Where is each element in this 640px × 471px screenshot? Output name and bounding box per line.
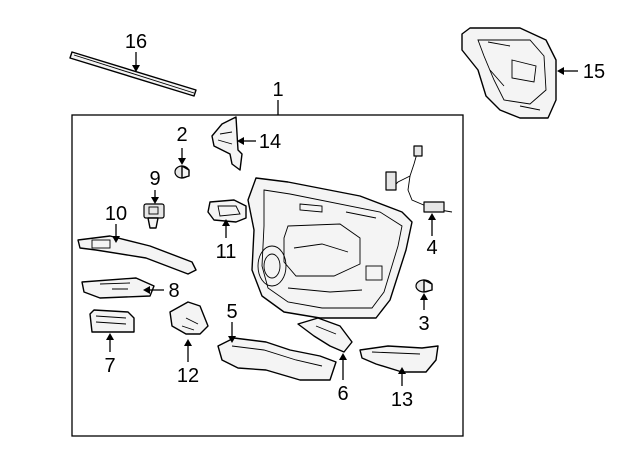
part-16-weatherstrip[interactable] [69, 51, 197, 97]
part-9-switch[interactable] [143, 203, 165, 229]
part-3-clip[interactable] [415, 279, 433, 293]
part-14-bracket[interactable] [211, 116, 243, 171]
part-7-switch[interactable] [89, 309, 135, 333]
part-12-trim[interactable] [169, 301, 209, 335]
part-11-inside-handle[interactable] [207, 199, 247, 223]
callout-13: 13 [391, 389, 413, 411]
callout-8: 8 [168, 280, 179, 302]
part-15-deflector[interactable] [461, 27, 557, 119]
part-6-bracket[interactable] [297, 317, 353, 353]
callout-4: 4 [426, 237, 437, 259]
callout-15: 15 [583, 61, 605, 83]
callout-6: 6 [337, 383, 348, 405]
callout-12: 12 [177, 365, 199, 387]
callout-5: 5 [226, 301, 237, 323]
part-10-handle-cover[interactable] [77, 235, 197, 275]
callout-7: 7 [104, 355, 115, 377]
door-trim-panel[interactable] [247, 177, 413, 319]
callout-2: 2 [176, 124, 187, 146]
callout-1: 1 [272, 79, 283, 101]
callout-10: 10 [105, 203, 127, 225]
part-13-pull-cup[interactable] [359, 345, 439, 373]
part-5-armrest[interactable] [217, 337, 337, 381]
leader-lines [106, 52, 578, 386]
callout-3: 3 [418, 313, 429, 335]
part-8-bezel[interactable] [81, 277, 155, 299]
callout-9: 9 [149, 168, 160, 190]
part-2-clip[interactable] [174, 165, 190, 179]
assembly-frame [71, 114, 464, 437]
part-4-harness[interactable] [385, 145, 453, 213]
callout-16: 16 [125, 31, 147, 53]
callout-14: 14 [259, 131, 281, 153]
callout-11: 11 [216, 241, 237, 263]
